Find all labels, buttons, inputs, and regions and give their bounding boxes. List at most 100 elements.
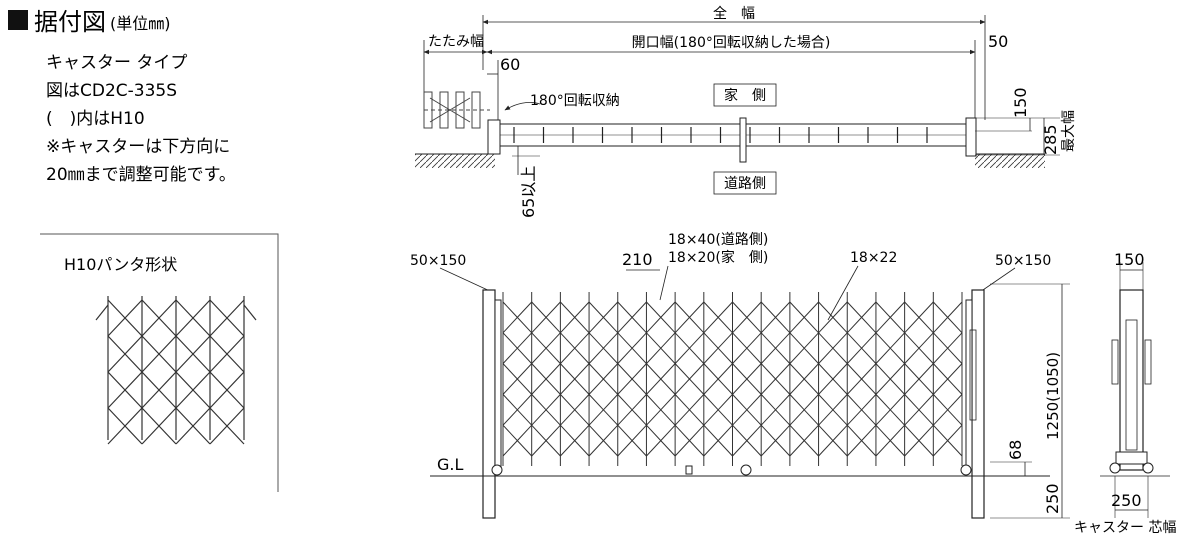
gate-link	[947, 347, 963, 364]
bar-18x22-size: 18×22	[850, 250, 897, 266]
gate-link	[588, 301, 604, 318]
gate-link	[918, 378, 934, 395]
gate-link	[846, 409, 862, 426]
gate-link	[918, 440, 934, 457]
gate-link	[545, 347, 561, 364]
gate-link	[789, 440, 805, 457]
gate-link	[875, 317, 891, 334]
gate-link	[646, 332, 662, 349]
road-side-box	[713, 171, 777, 195]
gate-link	[617, 363, 633, 380]
gate-link	[846, 301, 862, 318]
gate-link	[760, 332, 776, 349]
gate-link	[560, 440, 576, 457]
gate-link	[545, 332, 561, 349]
gate-link	[502, 394, 518, 411]
bar-house-side-size: 18×20(家 側)	[668, 249, 768, 266]
gate-link	[818, 409, 834, 426]
gate-link	[818, 378, 834, 395]
gate-link	[904, 394, 920, 411]
gate-link	[775, 378, 791, 395]
gate-link	[617, 317, 633, 334]
gate-link	[660, 440, 676, 457]
gate-link	[904, 332, 920, 349]
gate-link	[789, 394, 805, 411]
gate-link	[889, 440, 905, 457]
gate-link	[703, 424, 719, 441]
gate-link	[646, 363, 662, 380]
pantograph-gate	[502, 292, 963, 466]
gate-link	[502, 301, 518, 318]
ground-label: G.L	[437, 455, 463, 474]
gate-link	[932, 440, 949, 457]
gate-link	[660, 332, 676, 349]
gate-link	[703, 394, 719, 411]
gate-link	[689, 301, 705, 318]
gate-link	[631, 378, 647, 395]
pantograph-pattern-box: H10パンタ形状	[40, 233, 279, 492]
gate-link	[674, 394, 690, 411]
lattice-link	[141, 317, 160, 337]
gate-link	[646, 424, 662, 441]
gate-link	[732, 332, 748, 349]
gate-link	[875, 409, 891, 426]
gate-link	[560, 363, 576, 380]
gate-link	[588, 409, 604, 426]
lattice-link	[192, 299, 211, 319]
gate-link	[789, 409, 805, 426]
lattice-link	[141, 425, 160, 445]
gate-link	[846, 440, 862, 457]
gate-link	[889, 332, 905, 349]
gate-link	[660, 424, 676, 441]
lattice-link	[175, 425, 194, 445]
gate-link	[803, 347, 819, 364]
max-width-label: 最大幅	[1061, 110, 1077, 152]
left-post-size: 50×150	[410, 253, 466, 269]
gate-link	[603, 363, 619, 380]
gate-link	[947, 301, 963, 318]
gate-link	[531, 301, 547, 318]
dim-210: 210	[622, 250, 653, 269]
lattice-link	[175, 335, 194, 355]
gate-link	[531, 317, 547, 334]
gate-link	[932, 363, 949, 380]
gate-link	[760, 347, 776, 364]
gate-link	[502, 363, 518, 380]
gate-link	[918, 347, 934, 364]
gate-link	[932, 332, 949, 349]
lattice-link	[107, 299, 126, 319]
lattice-link	[192, 335, 211, 355]
gate-link	[846, 378, 862, 395]
gate-link	[674, 378, 690, 395]
gate-link	[918, 424, 934, 441]
lattice-link	[226, 425, 245, 445]
lattice-link	[209, 335, 228, 355]
lattice-link	[107, 335, 126, 355]
gate-link	[789, 424, 805, 441]
gate-link	[932, 409, 949, 426]
gate-link	[861, 301, 877, 318]
gate-link	[574, 317, 590, 334]
gate-link	[689, 332, 705, 349]
lattice-link	[226, 335, 245, 355]
lattice-link	[141, 371, 160, 391]
gate-link	[502, 378, 518, 395]
gate-link	[760, 317, 776, 334]
gate-link	[689, 424, 705, 441]
gate-link	[617, 301, 633, 318]
gate-link	[904, 347, 920, 364]
gate-link	[947, 409, 963, 426]
dim-250-side: 250	[1111, 491, 1142, 510]
house-side-label: 家 側	[724, 87, 766, 104]
gate-link	[732, 347, 748, 364]
lattice-link	[124, 407, 143, 427]
gate-link	[603, 409, 619, 426]
gate-link	[775, 409, 791, 426]
gate-link	[775, 394, 791, 411]
gate-link	[516, 301, 533, 318]
gate-link	[689, 378, 705, 395]
gate-link	[717, 440, 733, 457]
dim-150-plan: 150	[1011, 87, 1030, 118]
page-title: 据付図	[34, 8, 106, 36]
gate-link	[904, 363, 920, 380]
